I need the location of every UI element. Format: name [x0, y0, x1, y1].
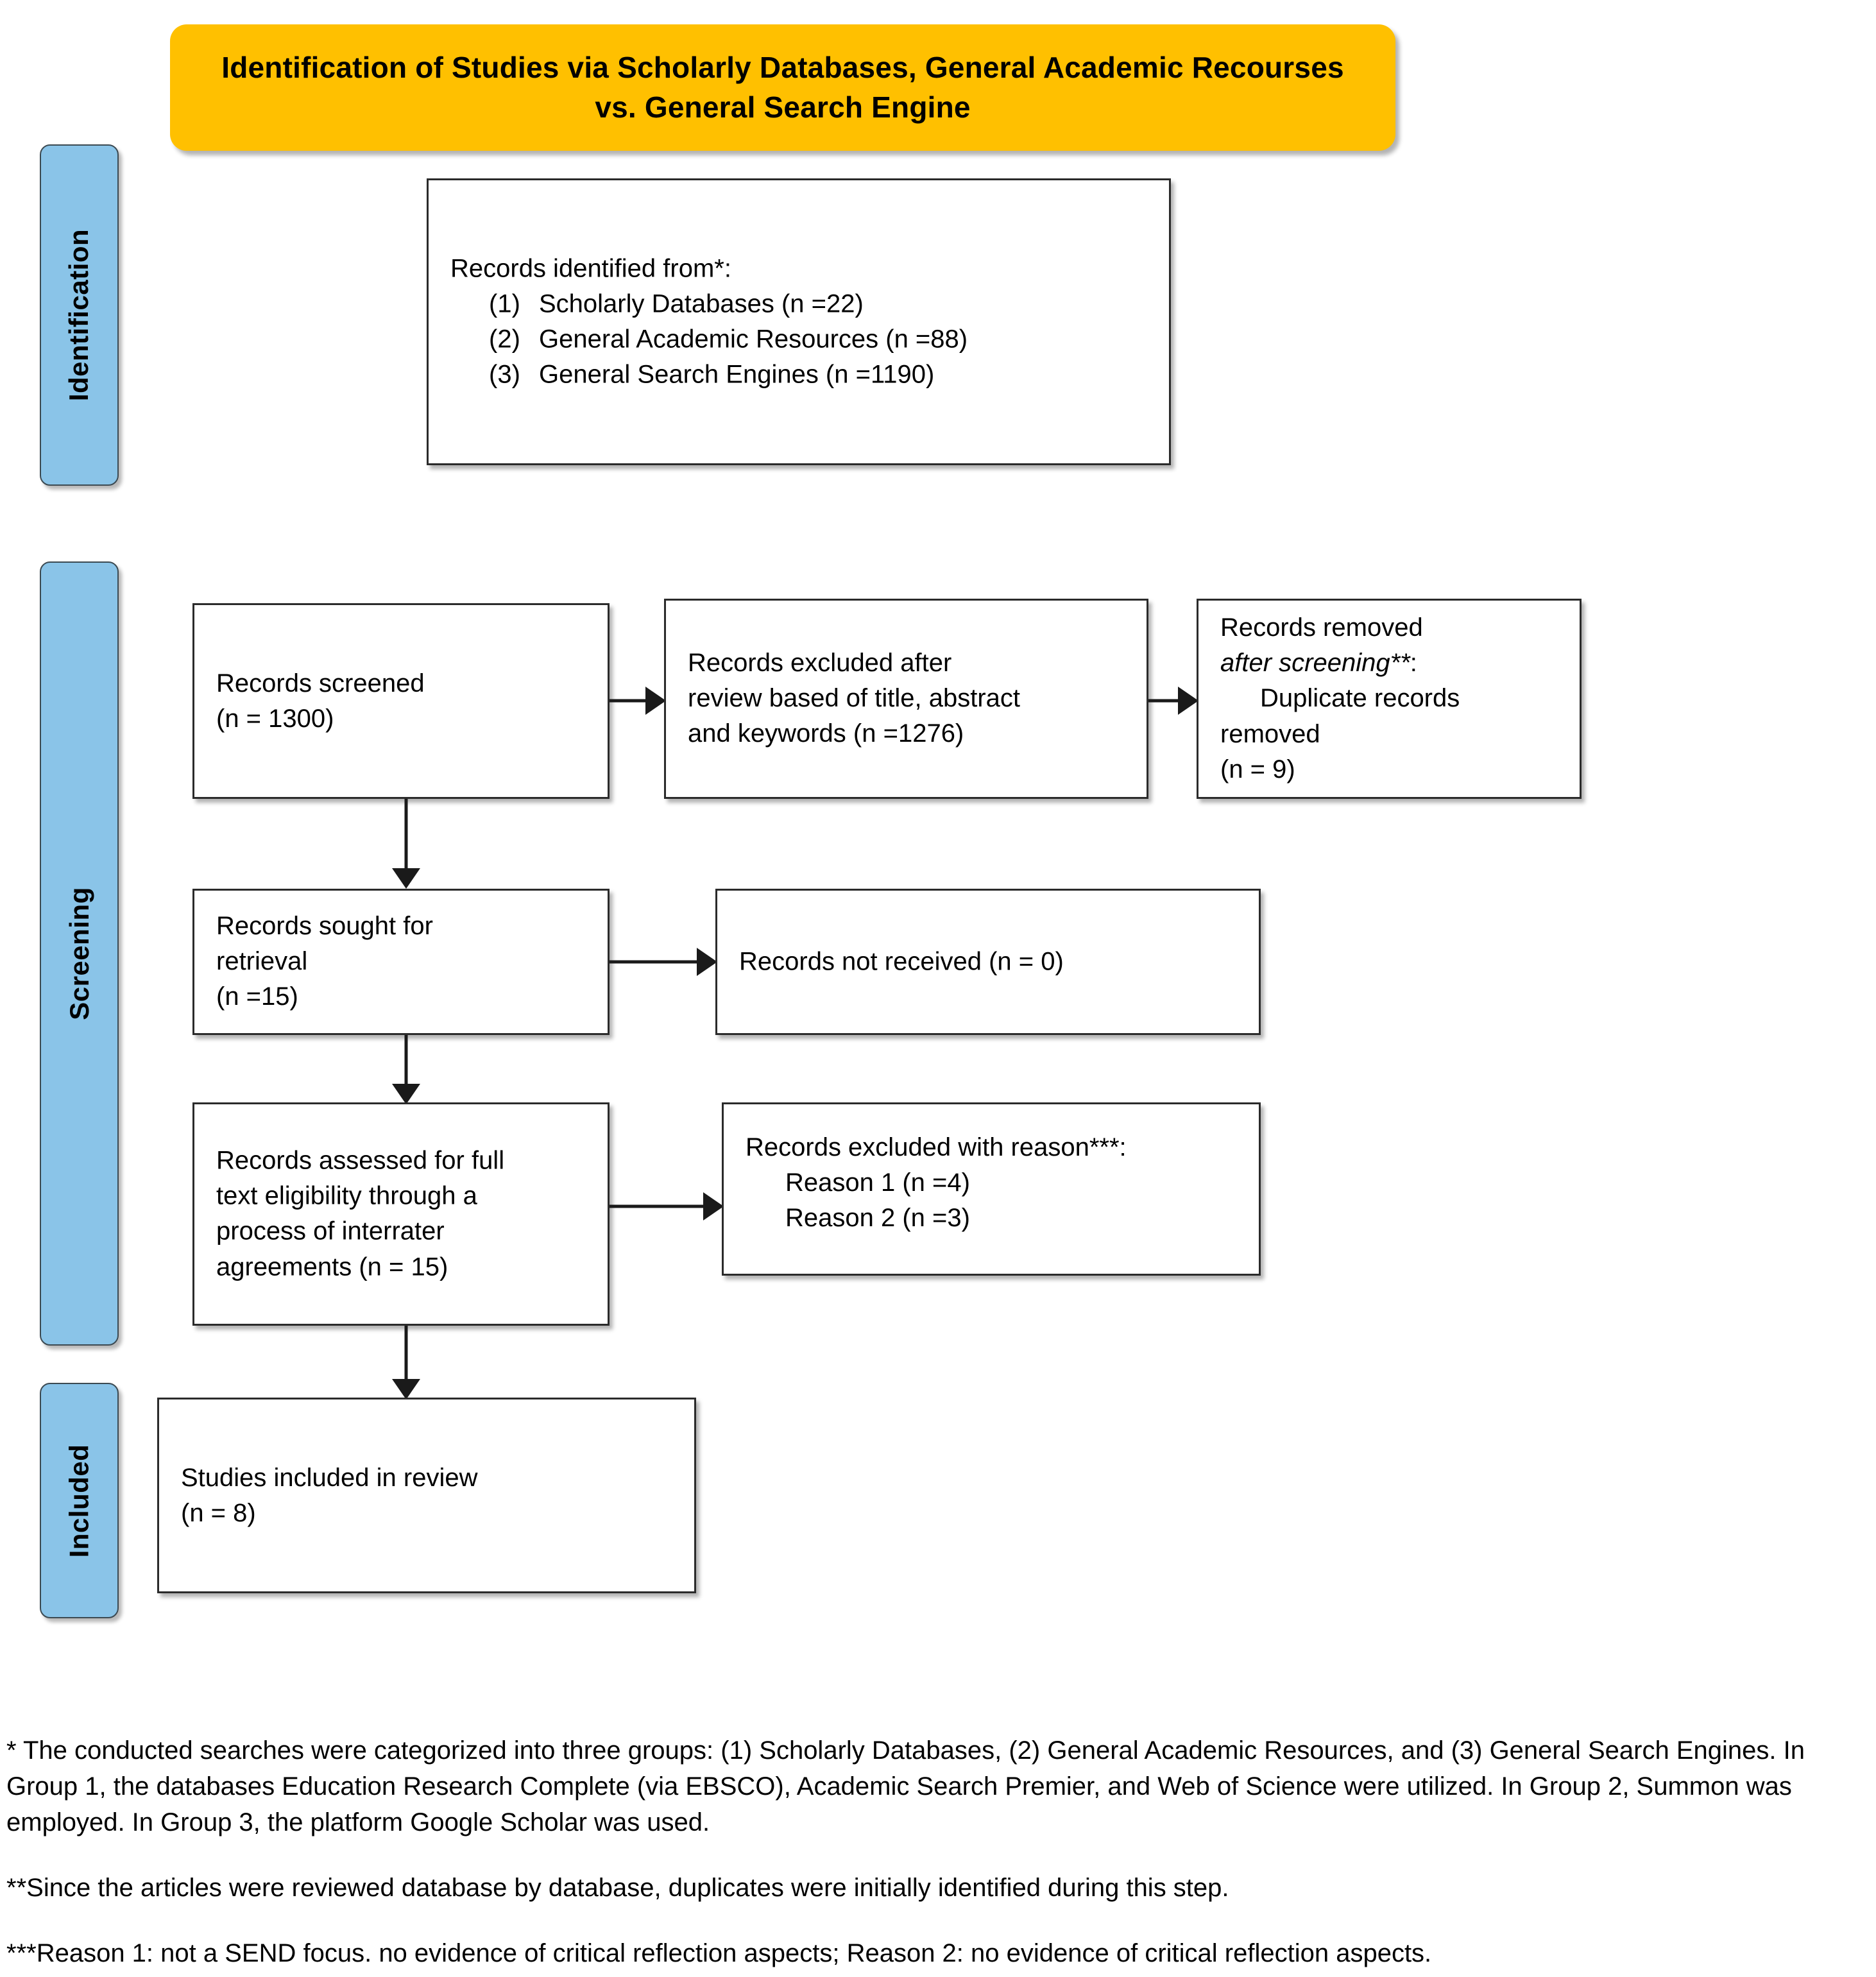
records-removed-line-1: Records removed — [1220, 613, 1423, 642]
records-removed-line-3: Duplicate records — [1260, 684, 1460, 713]
item-marker-3: (3) — [489, 360, 520, 389]
records-assessed-line-2: text eligibility through a — [216, 1181, 477, 1210]
arrow-head-down-icon — [392, 868, 420, 889]
arrow-shaft — [404, 1326, 408, 1382]
item-marker-1: (1) — [489, 289, 520, 318]
records-removed-line-5: (n = 9) — [1220, 755, 1295, 783]
records-assessed-line-1: Records assessed for full — [216, 1146, 505, 1175]
footnote-one: * The conducted searches were categorize… — [6, 1736, 1805, 1836]
excluded-reason-item-2: Reason 2 (n =3) — [785, 1204, 970, 1233]
arrow-head-down-icon — [392, 1084, 420, 1104]
records-removed-line-2: after screening**: — [1220, 646, 1565, 681]
studies-included-line-1: Studies included in review — [181, 1463, 478, 1492]
footnote-two: **Since the articles were reviewed datab… — [6, 1874, 1229, 1902]
records-assessed-line-3: process of interrater — [216, 1217, 445, 1245]
box-records-identified: Records identified from*: (1) Scholarly D… — [427, 178, 1171, 465]
arrow-screened-to-sought — [390, 799, 422, 889]
records-excluded-line-1: Records excluded after — [688, 649, 952, 678]
box-records-excluded-after-review: Records excluded after review based of t… — [664, 599, 1148, 799]
arrow-sought-to-assessed — [390, 1035, 422, 1104]
records-identified-item-3: (3) General Search Engines (n =1190) — [450, 357, 1155, 393]
item-text-2: General Academic Resources (n =88) — [539, 325, 968, 354]
studies-included-line-2: (n = 8) — [181, 1498, 256, 1527]
records-sought-line-2: retrieval — [216, 947, 308, 976]
box-records-not-received: Records not received (n = 0) — [715, 889, 1261, 1035]
footnotes-section: * The conducted searches were categorize… — [6, 1707, 1867, 1971]
records-excluded-line-3: and keywords (n =1276) — [688, 719, 964, 748]
box-records-screened: Records screened (n = 1300) — [192, 603, 610, 799]
diagram-title-text: Identification of Studies via Scholarly … — [221, 51, 1344, 124]
arrow-shaft — [404, 1035, 408, 1086]
records-removed-italic: after screening** — [1220, 649, 1410, 678]
arrow-assessed-to-excluded-reason — [610, 1192, 724, 1221]
arrow-shaft — [610, 699, 648, 703]
arrow-screened-to-excluded — [610, 686, 666, 715]
item-text-1: Scholarly Databases (n =22) — [539, 289, 864, 318]
records-removed-colon: : — [1410, 649, 1417, 678]
arrow-head-right-icon — [1178, 687, 1198, 715]
records-not-received-line-1: Records not received (n = 0) — [739, 947, 1064, 976]
arrow-shaft — [610, 960, 699, 964]
arrow-head-right-icon — [645, 687, 666, 715]
diagram-title-banner: Identification of Studies via Scholarly … — [170, 24, 1395, 151]
box-studies-included-in-review: Studies included in review (n = 8) — [157, 1398, 696, 1593]
arrow-shaft — [1148, 699, 1181, 703]
excluded-reason-heading: Records excluded with reason***: — [746, 1133, 1127, 1161]
stage-label-included: Included — [64, 1444, 94, 1557]
stage-label-identification: Identification — [64, 228, 94, 402]
arrow-head-right-icon — [703, 1192, 724, 1220]
item-text-3: General Search Engines (n =1190) — [539, 360, 935, 389]
box-records-removed-after-screening: Records removed after screening**: Dupli… — [1197, 599, 1582, 799]
records-excluded-line-2: review based of title, abstract — [688, 684, 1021, 713]
records-screened-line-1: Records screened — [216, 669, 425, 698]
excluded-reason-item-1: Reason 1 (n =4) — [785, 1168, 970, 1197]
arrow-head-right-icon — [697, 948, 717, 976]
records-screened-line-2: (n = 1300) — [216, 704, 334, 733]
records-sought-line-3: (n =15) — [216, 982, 298, 1011]
stage-label-screening: Screening — [64, 887, 94, 1020]
arrow-assessed-to-included — [390, 1326, 422, 1399]
arrow-shaft — [404, 799, 408, 871]
records-removed-line-4: removed — [1220, 719, 1320, 748]
records-identified-item-2: (2) General Academic Resources (n =88) — [450, 322, 1155, 357]
box-records-sought-for-retrieval: Records sought for retrieval (n =15) — [192, 889, 610, 1035]
box-records-assessed-eligibility: Records assessed for full text eligibili… — [192, 1102, 610, 1326]
stage-bar-screening: Screening — [40, 561, 119, 1346]
arrow-head-down-icon — [392, 1379, 420, 1399]
records-identified-item-1: (1) Scholarly Databases (n =22) — [450, 286, 1155, 321]
item-marker-2: (2) — [489, 325, 520, 354]
box-records-excluded-with-reason: Records excluded with reason***: Reason … — [722, 1102, 1261, 1276]
footnote-three: ***Reason 1: not a SEND focus. no eviden… — [6, 1939, 1432, 1967]
arrow-shaft — [610, 1204, 706, 1208]
records-sought-line-1: Records sought for — [216, 912, 433, 941]
arrow-sought-to-not-received — [610, 947, 717, 977]
stage-bar-identification: Identification — [40, 144, 119, 486]
records-assessed-line-4: agreements (n = 15) — [216, 1253, 448, 1281]
arrow-excluded-to-removed — [1148, 686, 1198, 715]
records-identified-heading: Records identified from*: — [450, 254, 731, 283]
stage-bar-included: Included — [40, 1383, 119, 1618]
